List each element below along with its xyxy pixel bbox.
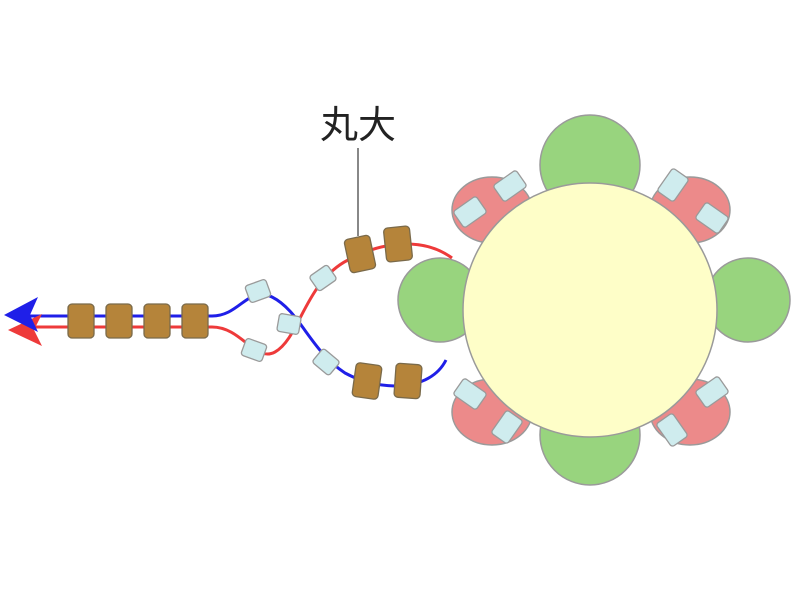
bus-bottom-right-2 [695, 376, 729, 408]
bus-bottom-right-1 [656, 413, 688, 447]
bus-bottom-left-2 [491, 410, 523, 444]
car-4 [309, 264, 337, 292]
arrow-head-blue [4, 297, 38, 332]
taxi-lower-2 [393, 362, 423, 400]
taxi-queue-2 [105, 303, 133, 339]
bus-top-right-1 [657, 168, 689, 202]
car-1 [244, 278, 272, 304]
bus-bottom-left-1 [453, 378, 487, 410]
taxi-upper-2 [383, 225, 413, 263]
taxi-queue [67, 303, 209, 339]
bus-top-right-2 [695, 202, 729, 234]
arrow-head-red [8, 314, 42, 346]
car-2 [240, 337, 268, 363]
bus-top-left-2 [493, 170, 527, 202]
taxi-queue-4 [181, 303, 209, 339]
taxi-upper-1 [343, 234, 377, 274]
taxi-queue-1 [67, 303, 95, 339]
marudai-label: 丸大 [320, 103, 396, 147]
car-3 [276, 313, 302, 335]
car-5 [312, 348, 340, 376]
taxi-lower-1 [351, 362, 383, 400]
green-area-right [705, 257, 791, 343]
taxi-queue-3 [143, 303, 171, 339]
bus-top-left-1 [453, 196, 487, 228]
central-plaza [462, 182, 718, 438]
